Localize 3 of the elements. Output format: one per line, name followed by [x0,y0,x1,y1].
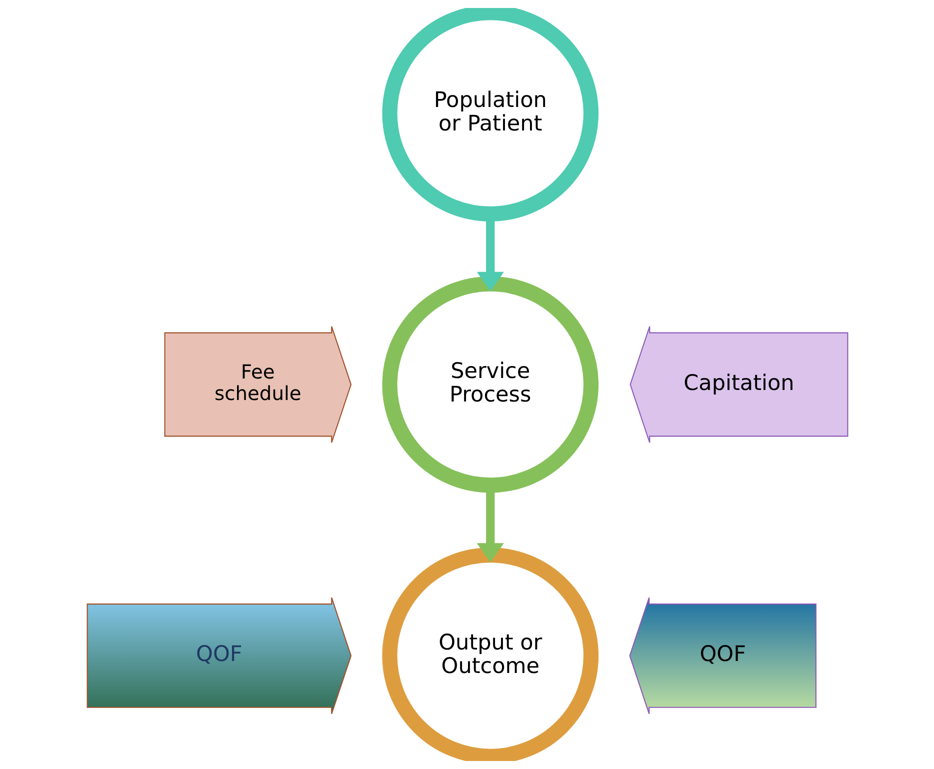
node-circle: Service Process [382,276,598,493]
node-circle: Population or Patient [382,8,598,222]
node-circle: Output or Outcome [382,548,598,761]
